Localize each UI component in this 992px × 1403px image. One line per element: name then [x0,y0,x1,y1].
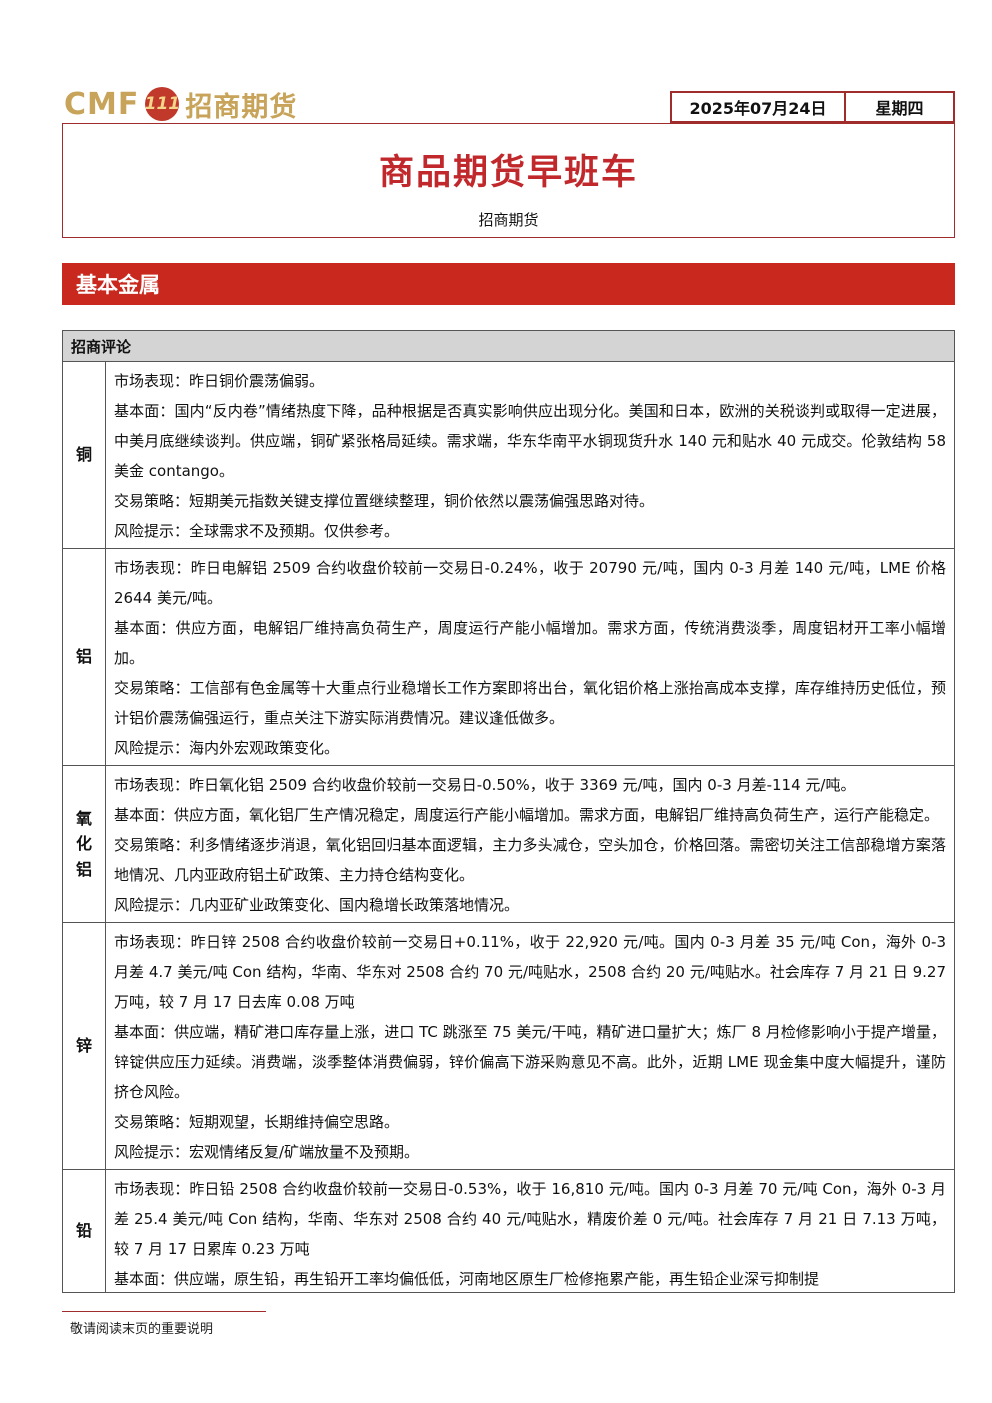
paragraph: 风险提示：几内亚矿业政策变化、国内稳增长政策落地情况。 [114,896,520,914]
table-row: 氧化铝 市场表现：昨日氧化铝 2509 合约收盘价较前一交易日-0.50%，收于… [62,765,955,923]
title-box: 商品期货早班车 招商期货 [62,123,955,238]
paragraph: 基本面：供应方面，氧化铝厂生产情况稳定，周度运行产能小幅增加。需求方面，电解铝厂… [114,806,940,824]
row-content-zinc: 市场表现：昨日锌 2508 合约收盘价较前一交易日+0.11%，收于 22,92… [105,922,955,1170]
row-label-alumina: 氧化铝 [62,765,106,923]
row-label-aluminum: 铝 [62,548,106,766]
table-header: 招商评论 [62,330,955,362]
section-title-base-metals: 基本金属 [62,263,955,305]
table-row: 铜 市场表现：昨日铜价震荡偏弱。 基本面：国内“反内卷”情绪热度下降，品种根据是… [62,361,955,549]
table-row: 铅 市场表现：昨日铅 2508 合约收盘价较前一交易日-0.53%，收于 16,… [62,1169,955,1293]
row-content-alumina: 市场表现：昨日氧化铝 2509 合约收盘价较前一交易日-0.50%，收于 336… [105,765,955,923]
page-subtitle: 招商期货 [478,211,539,229]
paragraph: 风险提示：宏观情绪反复/矿端放量不及预期。 [114,1143,420,1161]
paragraph: 基本面：供应端，原生铅，再生铅开工率均偏低低，河南地区原生厂检修拖累产能，再生铅… [114,1270,820,1288]
paragraph: 市场表现：昨日电解铝 2509 合约收盘价较前一交易日-0.24%，收于 207… [114,559,946,607]
paragraph: 交易策略：工信部有色金属等十大重点行业稳增长工作方案即将出台，氧化铝价格上涨抬高… [114,679,946,727]
paragraph: 风险提示：海内外宏观政策变化。 [114,739,340,757]
paragraph: 基本面：国内“反内卷”情绪热度下降，品种根据是否真实影响供应出现分化。美国和日本… [114,402,946,480]
page-title: 商品期货早班车 [378,153,638,193]
logo-chinese: 招商期货 [185,91,298,123]
paragraph: 基本面：供应端，精矿港口库存量上涨，进口 TC 跳涨至 75 美元/干吨，精矿进… [114,1023,946,1101]
paragraph: 市场表现：昨日氧化铝 2509 合约收盘价较前一交易日-0.50%，收于 336… [114,776,856,794]
paragraph: 交易策略：利多情绪逐步消退，氧化铝回归基本面逻辑，主力多头减仓，空头加仓，价格回… [114,836,946,884]
table-row: 锌 市场表现：昨日锌 2508 合约收盘价较前一交易日+0.11%，收于 22,… [62,922,955,1170]
paragraph: 交易策略：短期美元指数关键支撑位置继续整理，铜价依然以震荡偏强思路对待。 [114,492,655,510]
commentary-table: 招商评论 铜 市场表现：昨日铜价震荡偏弱。 基本面：国内“反内卷”情绪热度下降，… [62,330,955,1293]
footer-note: 敬请阅读末页的重要说明 [70,1322,214,1337]
row-label-zinc: 锌 [62,922,106,1170]
table-row: 铝 市场表现：昨日电解铝 2509 合约收盘价较前一交易日-0.24%，收于 2… [62,548,955,766]
report-date: 2025年07月24日 [670,91,846,123]
logo-latin: CMF [64,86,140,122]
logo-mark-icon: 111 [145,87,180,121]
row-label-copper: 铜 [62,361,106,549]
paragraph: 市场表现：昨日锌 2508 合约收盘价较前一交易日+0.11%，收于 22,92… [114,933,946,1011]
paragraph: 基本面：供应方面，电解铝厂维持高负荷生产，周度运行产能小幅增加。需求方面，传统消… [114,619,946,667]
company-logo: CMF 111 招商期货 [64,84,297,124]
paragraph: 市场表现：昨日铜价震荡偏弱。 [114,372,325,390]
row-content-copper: 市场表现：昨日铜价震荡偏弱。 基本面：国内“反内卷”情绪热度下降，品种根据是否真… [105,361,955,549]
paragraph: 市场表现：昨日铅 2508 合约收盘价较前一交易日-0.53%，收于 16,81… [114,1180,946,1258]
report-weekday: 星期四 [846,91,955,123]
footer-divider [62,1311,266,1312]
paragraph: 交易策略：短期观望，长期维持偏空思路。 [114,1113,400,1131]
row-label-lead: 铅 [62,1169,106,1293]
paragraph: 风险提示：全球需求不及预期。仅供参考。 [114,522,400,540]
row-content-aluminum: 市场表现：昨日电解铝 2509 合约收盘价较前一交易日-0.24%，收于 207… [105,548,955,766]
row-content-lead: 市场表现：昨日铅 2508 合约收盘价较前一交易日-0.53%，收于 16,81… [105,1169,955,1293]
